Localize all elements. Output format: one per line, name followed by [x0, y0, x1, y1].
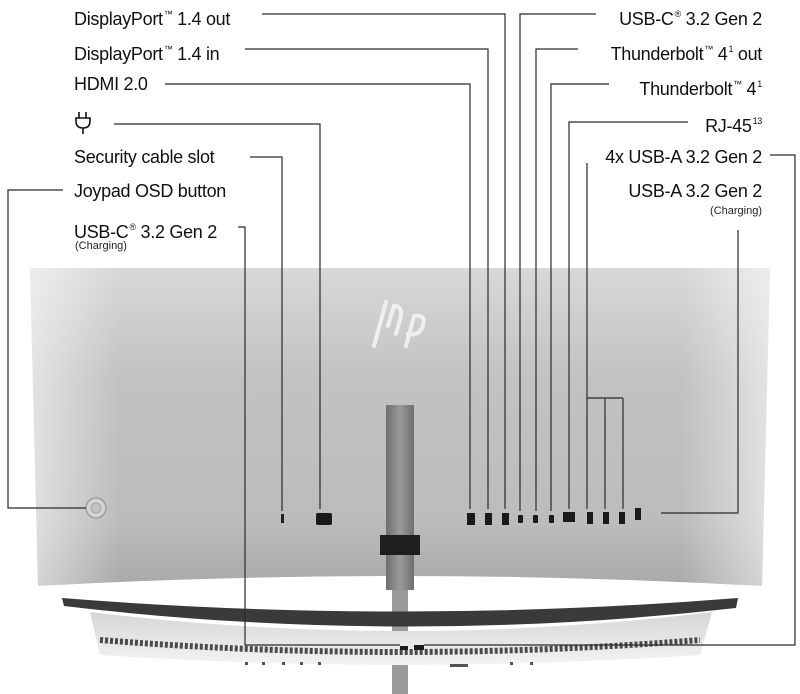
bottom-joypad [414, 645, 424, 650]
label-usb-a-charging: USB-A 3.2 Gen 2 [628, 181, 762, 201]
label-displayport-in: DisplayPort™ 1.4 in [74, 44, 220, 64]
callout-lines [7, 13, 796, 646]
label-usb-c-left-note: (Charging) [75, 240, 127, 252]
rj45-port[interactable] [563, 512, 575, 522]
usb-a-port-3[interactable] [619, 512, 625, 524]
usb-a-port-1[interactable] [587, 512, 593, 524]
label-security-cable-slot: Security cable slot [74, 147, 215, 167]
label-displayport-out: DisplayPort™ 1.4 out [74, 9, 231, 29]
displayport-in-port[interactable] [485, 513, 492, 525]
security-cable-slot[interactable] [281, 514, 284, 523]
displayport-out-port[interactable] [502, 513, 509, 525]
thunderbolt-port[interactable] [549, 515, 554, 523]
thunderbolt-out-port[interactable] [533, 515, 538, 523]
monitor-bottom-view [62, 598, 738, 627]
label-hdmi: HDMI 2.0 [74, 74, 148, 94]
label-thunderbolt-out: Thunderbolt™ 41 out [610, 44, 763, 64]
bottom-usb-c-port[interactable] [400, 646, 408, 650]
hdmi-port[interactable] [467, 513, 475, 525]
label-thunderbolt: Thunderbolt™ 41 [639, 79, 762, 99]
label-usb-c-right: USB-C® 3.2 Gen 2 [619, 9, 762, 29]
label-usb-c-left: USB-C® 3.2 Gen 2 [74, 222, 217, 242]
label-usb-a-charging-note: (Charging) [710, 205, 762, 217]
usb-a-port-4[interactable] [635, 508, 641, 520]
label-usb-a-4x: 4x USB-A 3.2 Gen 2 [605, 147, 762, 167]
stand-neck [386, 405, 414, 590]
label-joypad-osd-button: Joypad OSD button [74, 181, 226, 201]
power-port[interactable] [316, 513, 332, 525]
port-cluster [467, 508, 641, 525]
hp-logo-icon [372, 300, 426, 348]
stand-cable-clip [380, 535, 420, 555]
label-rj45: RJ-4513 [705, 116, 762, 136]
power-plug-icon [74, 108, 104, 136]
usb-a-port-2[interactable] [603, 512, 609, 524]
usb-c-right-port[interactable] [518, 515, 523, 523]
